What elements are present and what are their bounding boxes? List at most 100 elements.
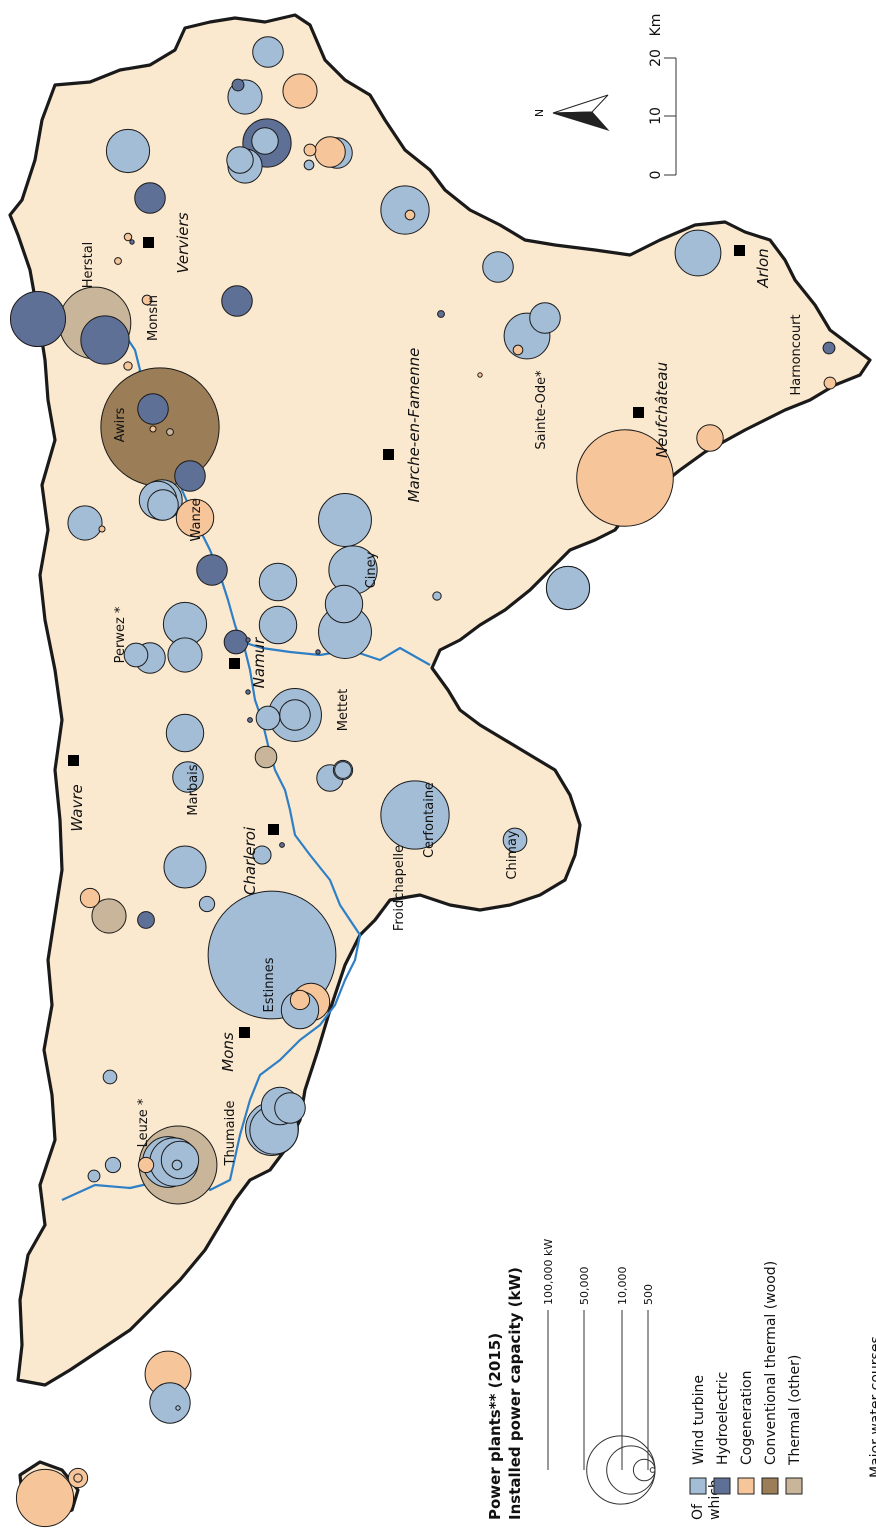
legend-of-label: Of bbox=[690, 1503, 706, 1520]
plant-marker-wind bbox=[432, 591, 442, 601]
plant-marker-cogen bbox=[73, 1473, 83, 1483]
north-label: N bbox=[533, 109, 546, 117]
plant-marker-cogen bbox=[404, 209, 416, 221]
plant-label-harnoncourt: Harnoncourt bbox=[789, 314, 804, 395]
plant-marker-hydro bbox=[80, 315, 130, 365]
legend-type-label-hydro: Hydroelectric bbox=[715, 1372, 731, 1465]
plant-marker-other bbox=[91, 898, 127, 934]
plant-label-cerfontaine: Cerfontaine bbox=[422, 782, 437, 858]
plant-marker-wind bbox=[252, 36, 284, 68]
plant-marker-wind bbox=[274, 1092, 306, 1124]
plant-marker-hydro bbox=[9, 290, 67, 348]
legend-swatch-hydro bbox=[713, 1477, 731, 1495]
plant-label-marbais: Marbais bbox=[186, 764, 201, 815]
plant-marker-cogen bbox=[123, 232, 133, 242]
legend-size-label: 100,000 kW bbox=[542, 1239, 555, 1305]
plant-marker-hydro bbox=[822, 341, 836, 355]
legend-size-circle bbox=[586, 1435, 656, 1505]
plant-marker-wind bbox=[102, 1069, 118, 1085]
plant-marker-cogen bbox=[137, 1156, 155, 1174]
plant-marker-wind bbox=[171, 1159, 183, 1171]
plant-marker-wind bbox=[175, 1405, 181, 1411]
plant-marker-hydro bbox=[137, 393, 169, 425]
city-label-arlon: Arlon bbox=[754, 248, 772, 288]
city-marker-verviers bbox=[143, 237, 154, 248]
legend-size-circle bbox=[649, 1467, 656, 1473]
plant-label-froidchapelle: Froidchapelle bbox=[392, 845, 407, 931]
plant-marker-wind bbox=[165, 713, 205, 753]
plant-marker-cogen bbox=[175, 498, 215, 538]
legend-size-label: 500 bbox=[642, 1284, 655, 1305]
city-marker-mons bbox=[239, 1027, 250, 1038]
legend-swatch-wind bbox=[689, 1477, 707, 1495]
plant-marker-hydro bbox=[134, 182, 166, 214]
legend-size-label: 10,000 bbox=[616, 1267, 629, 1306]
plant-marker-wind bbox=[674, 229, 722, 277]
plant-marker-hydro bbox=[196, 554, 228, 586]
plant-marker-wind bbox=[252, 845, 272, 865]
plant-marker-hydro bbox=[174, 460, 206, 492]
plant-marker-cogen bbox=[823, 376, 837, 390]
plant-marker-hydro bbox=[137, 911, 155, 929]
city-marker-charleroi bbox=[268, 824, 279, 835]
plant-marker-wind bbox=[87, 1169, 101, 1183]
plant-marker-cogen bbox=[512, 344, 524, 356]
scale-bar: 0 10 20 Km bbox=[648, 14, 677, 179]
city-label-wavre: Wavre bbox=[68, 784, 86, 831]
plant-marker-hydro bbox=[247, 717, 253, 723]
plant-marker-wind bbox=[380, 780, 450, 850]
legend-type-label-wood: Conventional thermal (wood) bbox=[763, 1261, 779, 1465]
power-plant-markers bbox=[9, 36, 837, 1528]
plant-marker-wind bbox=[67, 505, 103, 541]
legend-size-circles: 100,000 kW 50,000 10,000 500 bbox=[542, 1239, 656, 1505]
plant-marker-wind bbox=[303, 159, 315, 171]
plant-marker-wind bbox=[172, 761, 204, 793]
legend-swatch-other bbox=[785, 1477, 803, 1495]
plant-marker-hydro bbox=[315, 649, 321, 655]
legend-title: Power plants** (2015) bbox=[486, 1333, 504, 1520]
city-label-charleroi: Charleroi bbox=[241, 826, 259, 895]
plant-marker-wind bbox=[167, 637, 203, 673]
legend-subtitle: Installed power capacity (kW) bbox=[506, 1267, 524, 1520]
plant-marker-other bbox=[254, 745, 278, 769]
scale-tick-20: 20 bbox=[648, 49, 664, 67]
plant-marker-wind bbox=[545, 565, 591, 611]
plant-marker-wind bbox=[147, 489, 179, 521]
plant-marker-wind bbox=[105, 128, 151, 174]
region-outline bbox=[8, 13, 872, 1387]
city-label-namur: Namur bbox=[250, 637, 268, 689]
plant-marker-wind bbox=[318, 493, 372, 547]
plant-label-ciney: Ciney bbox=[364, 551, 379, 588]
plant-marker-wind bbox=[163, 845, 207, 889]
plant-label-wanze: Wanze bbox=[189, 498, 204, 541]
plant-marker-cogen bbox=[289, 989, 311, 1011]
legend-swatch-cogen bbox=[737, 1477, 755, 1495]
legend-type-label-wind: Wind turbine bbox=[691, 1375, 707, 1465]
plant-marker-hydro bbox=[231, 78, 245, 92]
plant-marker-cogen bbox=[477, 372, 483, 378]
city-marker-arlon bbox=[734, 245, 745, 256]
legend-size-label: 50,000 bbox=[578, 1267, 591, 1306]
plant-marker-cogen bbox=[696, 424, 724, 452]
scale-tick-10: 10 bbox=[648, 107, 664, 125]
plant-marker-wind bbox=[482, 251, 514, 283]
legend-size-circle bbox=[632, 1458, 656, 1482]
plant-marker-wind bbox=[255, 705, 281, 731]
plant-marker-wind bbox=[529, 302, 561, 334]
plant-label-herstal: Herstal bbox=[81, 242, 96, 289]
city-label-verviers: Verviers bbox=[174, 212, 192, 273]
city-label-marche: Marche-en-Famenne bbox=[405, 348, 423, 503]
city-marker-wavre bbox=[68, 755, 79, 766]
north-arrow: N bbox=[533, 94, 610, 132]
plant-marker-wind bbox=[160, 1140, 200, 1180]
plant-marker-hydro bbox=[279, 842, 285, 848]
plant-marker-cogen bbox=[114, 257, 122, 265]
plant-marker-hydro bbox=[223, 629, 249, 655]
plant-label-leuze: Leuze * bbox=[136, 1098, 151, 1147]
plant-marker-cogen bbox=[79, 887, 101, 909]
plant-marker-cogen bbox=[141, 294, 153, 306]
plant-marker-wind bbox=[258, 562, 298, 602]
plant-marker-wind bbox=[123, 642, 149, 668]
